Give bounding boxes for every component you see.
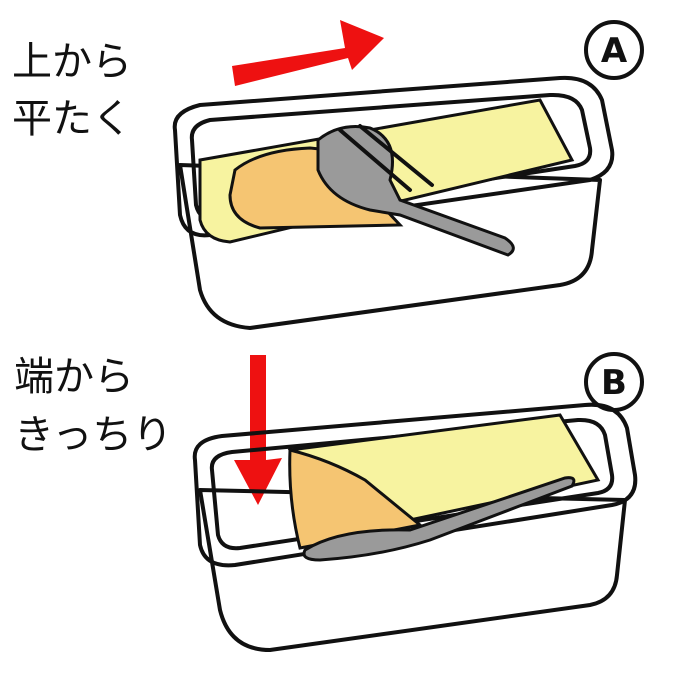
panel-b-label-line1: 端から [14, 354, 134, 400]
butter-dish-a [172, 75, 615, 330]
panel-b-label-line2: きっちり [14, 412, 172, 458]
badge-a-letter: A [601, 31, 628, 71]
badge-b: B [584, 352, 644, 412]
panel-a: 上から 平たく A [12, 20, 644, 330]
badge-b-letter: B [601, 363, 627, 403]
butter-dish-b [192, 402, 638, 652]
arrow-right-icon [232, 20, 384, 86]
panel-a-label-line2: 平たく [12, 96, 132, 142]
arrow-down-icon [234, 355, 282, 505]
panel-b: 端から きっちり B [14, 352, 644, 652]
spoon [302, 476, 576, 562]
scooped-area [288, 448, 424, 550]
badge-a: A [584, 20, 644, 80]
panel-a-label-line1: 上から [12, 39, 132, 85]
